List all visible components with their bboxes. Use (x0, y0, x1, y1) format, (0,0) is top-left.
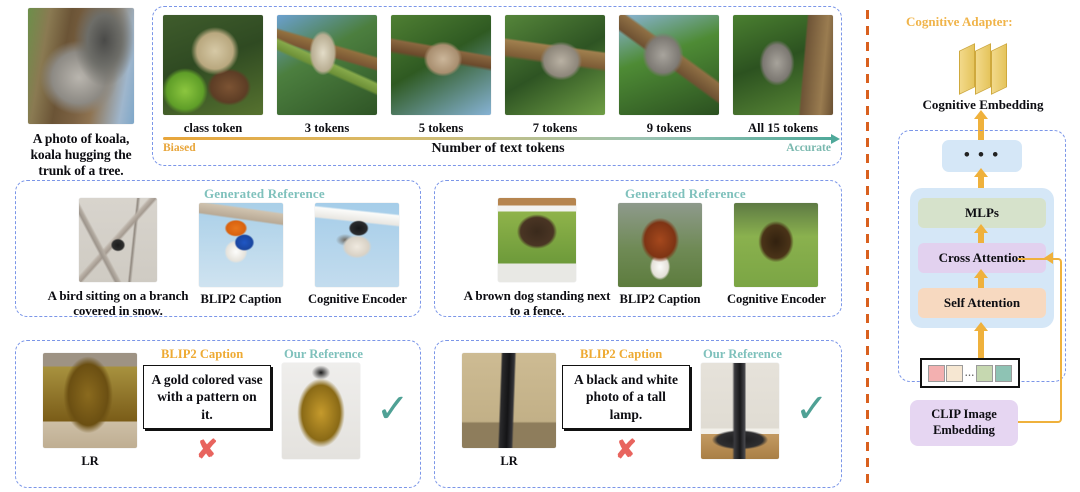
token-step-3-tokens: 3 tokens (275, 15, 379, 136)
lr-armor-image (43, 353, 137, 448)
token-step-class-token: class token (161, 15, 265, 136)
token-step-image (505, 15, 605, 115)
clip-embedding-arrowhead (1044, 252, 1053, 264)
token-image-row: class token 3 tokens 5 tokens 7 tokens 9… (161, 15, 835, 136)
token-step-label: 5 tokens (418, 121, 464, 135)
top-source-block: A photo of koala, koala hugging the trun… (16, 8, 146, 179)
cognitive-encoder-result-block: Cognitive Encoder (727, 203, 826, 307)
lr-block: LR (457, 353, 561, 469)
generated-reference-header: Generated Reference (625, 186, 746, 201)
cognitive-encoder-label: Cognitive Encoder (727, 292, 826, 306)
mlps-block: MLPs (918, 198, 1046, 228)
axis-label-accurate: Accurate (786, 142, 831, 154)
dog-lr-image (498, 198, 576, 282)
token-ellipsis: ... (965, 368, 975, 378)
token-step-image (733, 15, 833, 115)
blip2-bird-image (199, 203, 283, 287)
arrow-to-cross-attention (974, 269, 988, 291)
blip2-dog-image (618, 203, 702, 287)
our-reference-header: Our Reference (284, 347, 363, 361)
cognitive-encoder-dog-image (734, 203, 819, 287)
token-progression-panel: class token 3 tokens 5 tokens 7 tokens 9… (152, 6, 842, 166)
learnable-token-sequence: ... (920, 358, 1020, 388)
token-step-7-tokens: 7 tokens (503, 15, 607, 136)
our-reference-block (701, 363, 779, 459)
blip2-caption-text: A black and white photo of a tall lamp. (562, 365, 690, 429)
clip-image-embedding-block: CLIP Image Embedding (910, 400, 1018, 446)
cross-icon: ✘ (196, 435, 218, 464)
token-step-label: 3 tokens (304, 121, 350, 135)
check-icon: ✓ (795, 386, 829, 431)
token-square-1 (927, 364, 945, 382)
token-step-label: 9 tokens (646, 121, 692, 135)
token-step-image (163, 15, 263, 115)
axis-label-center: Number of text tokens (431, 141, 565, 156)
comparison-panel-armor: LR BLIP2 Caption Our Reference A gold co… (15, 340, 421, 488)
token-step-image (619, 15, 719, 115)
cognitive-adapter-title: Cognitive Adapter: (906, 14, 1013, 29)
blip2-caption-text: A gold colored vase with a pattern on it… (143, 365, 271, 429)
arrow-to-embedding (974, 110, 988, 140)
koala-source-caption: A photo of koala, koala hugging the trun… (30, 131, 132, 178)
bird-lr-caption: A bird sitting on a branch covered in sn… (47, 288, 189, 319)
clip-embedding-connector (1018, 258, 1062, 423)
generated-reference-header: Generated Reference (204, 186, 325, 201)
token-square-4 (976, 364, 994, 382)
section-divider (866, 10, 869, 486)
dog-lr-caption: A brown dog standing next to a fence. (463, 288, 611, 319)
koala-source-image (28, 8, 134, 124)
lr-lamp-image (462, 353, 556, 448)
token-step-label: class token (183, 121, 243, 135)
our-reference-vacuum-image (701, 363, 779, 459)
token-axis-arrow (163, 133, 840, 144)
token-step-label: All 15 tokens (748, 121, 818, 135)
blip2-result-block: BLIP2 Caption (199, 203, 283, 307)
axis-label-biased: Biased (163, 142, 196, 154)
arrow-to-repeat-block (974, 168, 988, 196)
blip2-label: BLIP2 Caption (619, 292, 701, 306)
generated-reference-panel-bird: Generated Reference A bird sitting on a … (15, 180, 421, 319)
token-square-5 (995, 364, 1013, 382)
comparison-panel-lamp: LR BLIP2 Caption Our Reference A black a… (434, 340, 842, 488)
lr-block: LR (38, 353, 142, 469)
blip2-caption-header: BLIP2 Caption (161, 347, 244, 361)
token-step-image (391, 15, 491, 115)
bird-lr-image (79, 198, 157, 282)
token-step-all-15-tokens: All 15 tokens (731, 15, 835, 136)
our-reference-header: Our Reference (703, 347, 782, 361)
arrow-to-self-attention (974, 322, 988, 360)
cognitive-encoder-label: Cognitive Encoder (308, 292, 407, 306)
cross-icon: ✘ (615, 435, 637, 464)
token-square-2 (946, 364, 964, 382)
token-axis: Biased Number of text tokens Accurate (163, 133, 840, 160)
blip2-caption-header: BLIP2 Caption (580, 347, 663, 361)
generated-reference-panel-dog: Generated Reference A brown dog standing… (434, 180, 842, 319)
token-step-5-tokens: 5 tokens (389, 15, 493, 136)
blip2-label: BLIP2 Caption (200, 292, 282, 306)
our-reference-armor-image (282, 363, 360, 459)
adapter-repeat-block: • • • (942, 140, 1022, 172)
token-step-image (277, 15, 377, 115)
cognitive-encoder-result-block: Cognitive Encoder (308, 203, 407, 307)
token-step-label: 7 tokens (532, 121, 578, 135)
check-icon: ✓ (376, 386, 410, 431)
cognitive-embedding-label: Cognitive Embedding (922, 97, 1044, 112)
token-step-9-tokens: 9 tokens (617, 15, 721, 136)
lr-label: LR (500, 454, 518, 468)
cognitive-encoder-bird-image (315, 203, 400, 287)
self-attention-block: Self Attention (918, 288, 1046, 318)
blip2-result-block: BLIP2 Caption (618, 203, 702, 307)
source-block: A brown dog standing next to a fence. (463, 198, 611, 319)
lr-label: LR (81, 454, 99, 468)
source-block: A bird sitting on a branch covered in sn… (44, 198, 192, 319)
arrow-to-mlps (974, 224, 988, 246)
our-reference-block (282, 363, 360, 459)
cognitive-embedding-stack-icon (955, 43, 1015, 95)
